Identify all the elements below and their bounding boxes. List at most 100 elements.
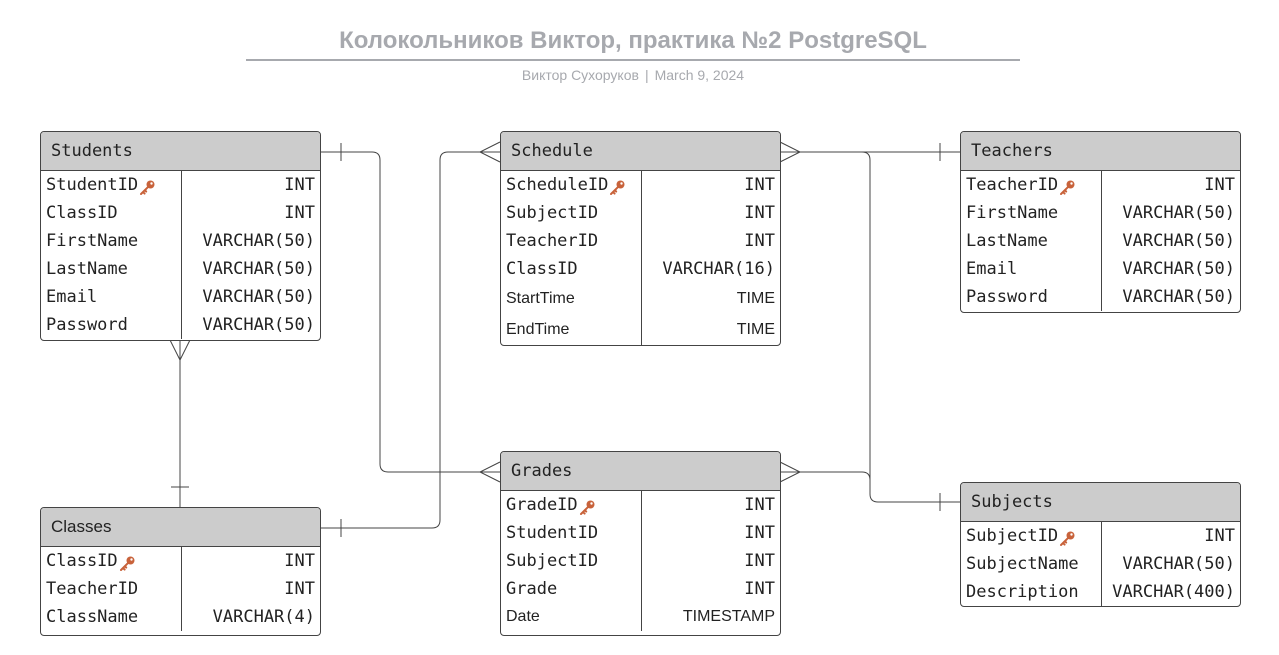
field-type: INT — [744, 495, 775, 515]
field-name-text: TeacherID — [966, 175, 1059, 195]
field-name: GradeID — [501, 491, 641, 519]
field-type: VARCHAR(50) — [202, 287, 315, 307]
field-name-text: Password — [46, 315, 128, 335]
field-name-text: SubjectID — [966, 526, 1059, 546]
table-header: Schedule — [501, 132, 780, 171]
table-header: Subjects — [961, 483, 1240, 522]
table-header: Students — [41, 132, 320, 171]
field-row: EndTime TIME — [501, 314, 780, 345]
field-name: ScheduleID — [501, 171, 641, 199]
field-name: Date — [501, 603, 641, 631]
field-name: SubjectID — [961, 522, 1101, 550]
field-type: INT — [744, 551, 775, 571]
field-type: VARCHAR(16) — [662, 259, 775, 279]
field-name-text: FirstName — [966, 203, 1059, 223]
field-type: INT — [1204, 526, 1235, 546]
field-name-text: StudentID — [46, 175, 139, 195]
field-name: SubjectID — [501, 199, 641, 227]
table-header: Teachers — [961, 132, 1240, 171]
field-type: INT — [284, 551, 315, 571]
field-name-text: Password — [966, 287, 1048, 307]
title-underline — [246, 59, 1020, 61]
table-classes[interactable]: Classes ClassID INT TeacherID INT ClassName V… — [40, 507, 321, 636]
field-name-text: SubjectID — [506, 203, 599, 223]
field-name-text: TeacherID — [506, 231, 599, 251]
field-row: LastName VARCHAR(50) — [961, 227, 1240, 255]
primary-key-icon — [139, 177, 156, 195]
field-name-text: SubjectID — [506, 551, 599, 571]
field-type: TIMESTAMP — [682, 608, 775, 625]
author-name: Виктор Сухоруков — [521, 67, 639, 83]
field-type: INT — [284, 579, 315, 599]
field-name: LastName — [41, 255, 181, 283]
field-name-text: FirstName — [46, 231, 139, 251]
field-name-text: TeacherID — [46, 579, 139, 599]
field-name: TeacherID — [41, 575, 181, 603]
field-type: VARCHAR(50) — [1122, 203, 1235, 223]
field-row: Email VARCHAR(50) — [41, 283, 320, 311]
table-fields: ClassID INT TeacherID INT ClassName VARCHAR(4… — [41, 547, 320, 631]
table-header: Grades — [501, 452, 780, 491]
field-name-text: ClassName — [46, 607, 139, 627]
field-type: VARCHAR(50) — [1122, 554, 1235, 574]
field-name: TeacherID — [501, 227, 641, 255]
field-row: SubjectName VARCHAR(50) — [961, 550, 1240, 578]
field-type: INT — [744, 579, 775, 599]
field-name: LastName — [961, 227, 1101, 255]
many-mark-students-bottom — [169, 339, 191, 362]
field-type: TIME — [736, 290, 775, 307]
field-name-text: Email — [46, 287, 98, 307]
primary-key-icon — [609, 177, 626, 195]
field-type: VARCHAR(50) — [1122, 259, 1235, 279]
field-type: VARCHAR(50) — [202, 315, 315, 335]
diagram-title: Колокольников Виктор, практика №2 Postgr… — [339, 27, 927, 54]
field-name: FirstName — [41, 227, 181, 255]
table-subjects[interactable]: Subjects SubjectID INT SubjectName VARCHAR(… — [960, 482, 1241, 607]
field-name-text: EndTime — [506, 321, 570, 338]
connector-classes-schedule — [320, 151, 500, 529]
field-name: SubjectName — [961, 550, 1101, 578]
field-row: ClassID INT — [41, 547, 320, 575]
table-header: Classes — [41, 508, 320, 547]
field-name: FirstName — [961, 199, 1101, 227]
field-name: ClassID — [41, 199, 181, 227]
primary-key-icon — [119, 553, 136, 571]
field-name-text: ClassID — [46, 551, 118, 571]
field-row: GradeID INT — [501, 491, 780, 519]
field-type: TIME — [736, 321, 775, 338]
field-type: INT — [284, 203, 315, 223]
field-name: Password — [961, 283, 1101, 311]
field-row: SubjectID INT — [501, 547, 780, 575]
field-name-text: SubjectName — [966, 554, 1079, 574]
field-name: ClassID — [41, 547, 181, 575]
primary-key-icon — [1059, 528, 1076, 546]
primary-key-icon — [1059, 177, 1076, 195]
field-name-text: ClassID — [46, 203, 118, 223]
field-type: VARCHAR(50) — [1122, 231, 1235, 251]
field-type: VARCHAR(4) — [212, 607, 315, 627]
field-name-text: Grade — [506, 579, 558, 599]
field-name: StudentID — [41, 171, 181, 199]
field-name-text: LastName — [46, 259, 128, 279]
field-row: SubjectID INT — [961, 522, 1240, 550]
many-mark-grades-left — [478, 461, 501, 483]
field-name: Email — [41, 283, 181, 311]
